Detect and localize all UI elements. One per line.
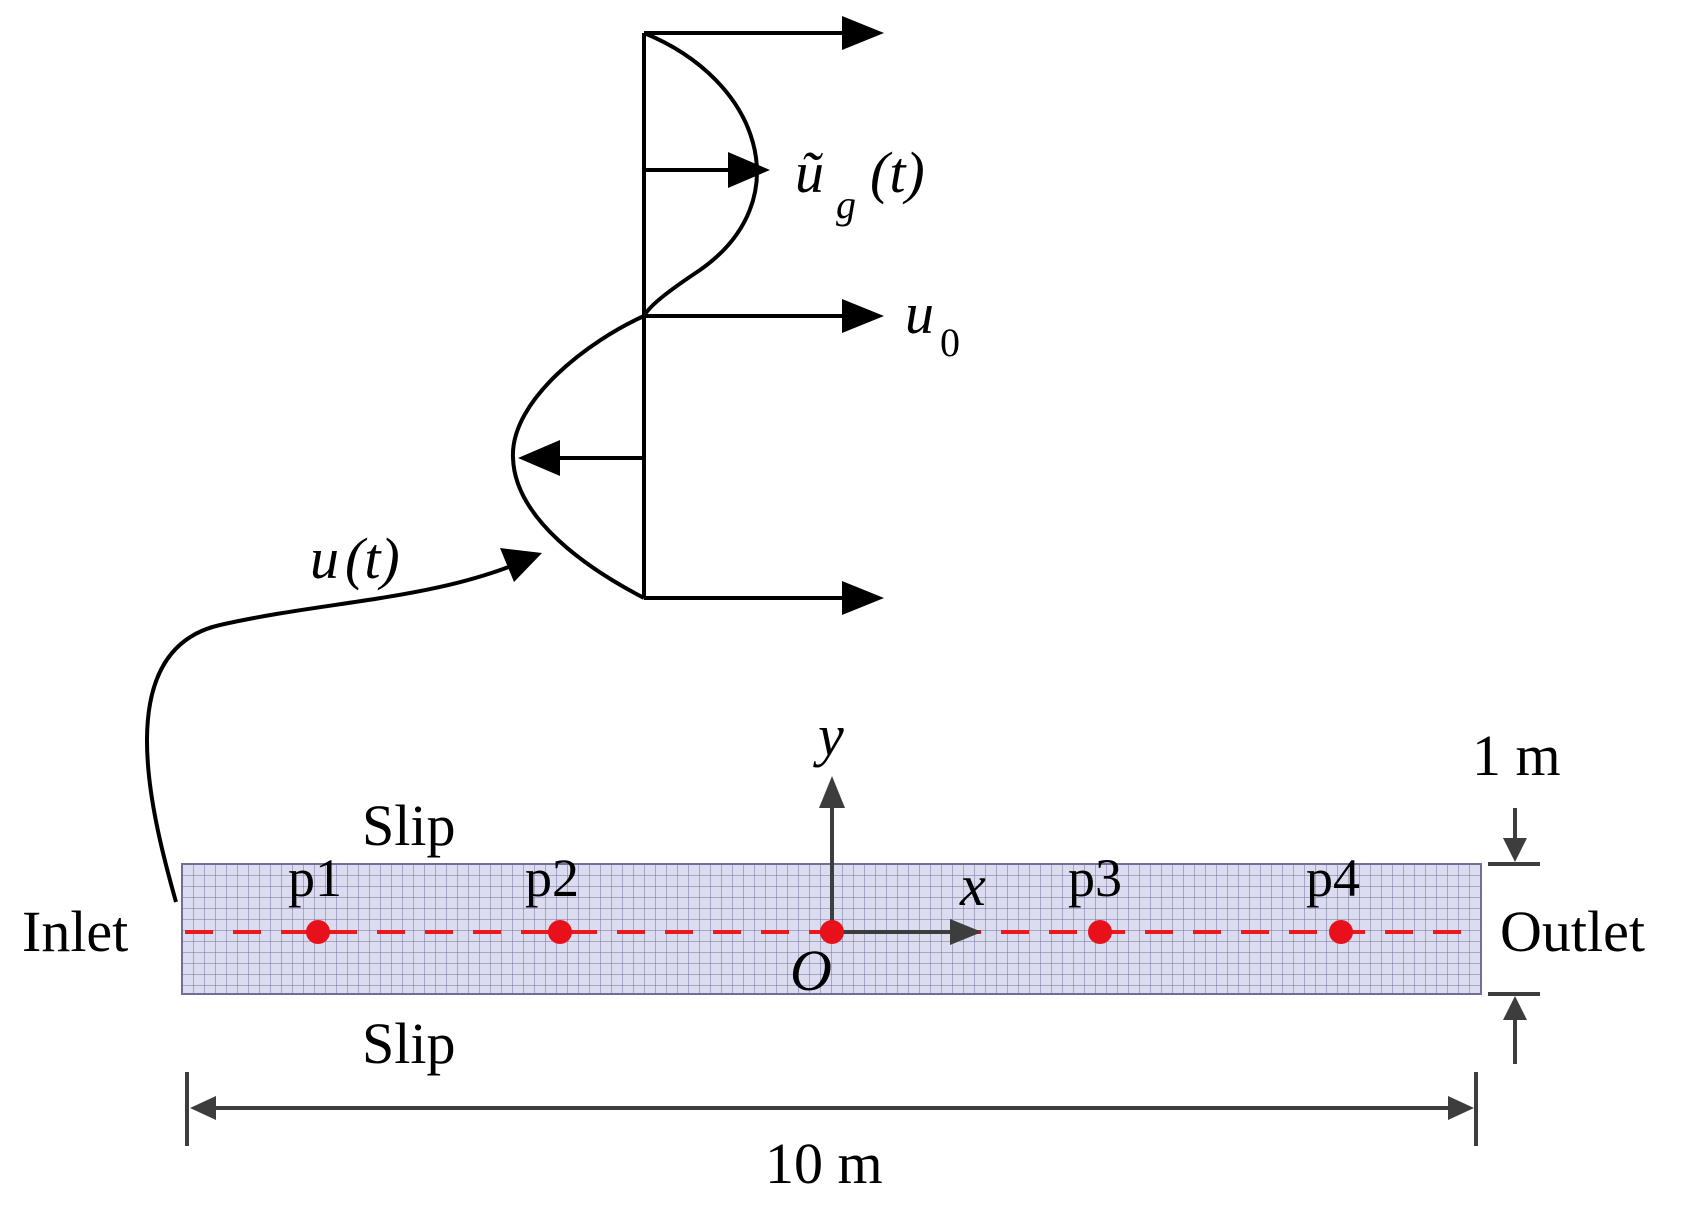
probe-p4-marker (1329, 920, 1353, 944)
coordinate-axes: y x O (790, 703, 986, 1003)
length-dimension: 10 m (185, 1072, 1478, 1196)
u-tilde-argument: (t) (870, 140, 925, 205)
x-axis-label: x (959, 853, 986, 918)
probe-p1-label: p1 (288, 848, 342, 908)
ut-argument: (t) (345, 526, 400, 591)
mean-velocity-arrow (644, 299, 884, 333)
velocity-profile (145, 16, 884, 903)
probe-points: p1 p2 p3 p4 (288, 848, 1360, 944)
bottom-arrow (644, 581, 884, 615)
height-dimension: 1 m (1472, 723, 1561, 1064)
velocity-amplitude-label: ũ g (t) (795, 140, 925, 227)
probe-p2-label: p2 (525, 848, 579, 908)
probe-p3-marker (1088, 920, 1112, 944)
probe-p3-label: p3 (1068, 848, 1122, 908)
inlet-velocity-label: u (t) (310, 526, 400, 591)
inlet-velocity-pointer (145, 554, 536, 903)
inlet-label: Inlet (22, 899, 128, 964)
y-axis-label: y (813, 703, 844, 768)
length-dimension-label: 10 m (765, 1131, 883, 1196)
probe-p1-marker (306, 920, 330, 944)
x-axis-arrowhead (950, 919, 982, 945)
slip-top-label: Slip (362, 793, 456, 858)
probe-p2-marker (548, 920, 572, 944)
origin-label: O (790, 938, 832, 1003)
u-tilde-subscript: g (836, 182, 856, 227)
top-arrow (644, 16, 884, 50)
peak-arrow (644, 152, 770, 188)
u-tilde-symbol: ũ (795, 140, 824, 205)
outlet-label: Outlet (1500, 899, 1645, 964)
u0-subscript: 0 (940, 320, 960, 365)
ut-symbol: u (310, 526, 339, 591)
reverse-arrow (518, 440, 644, 476)
height-dimension-label: 1 m (1472, 723, 1561, 788)
mean-velocity-label: u 0 (905, 281, 960, 365)
inlet-velocity-pointer-head (500, 548, 542, 582)
u0-symbol: u (905, 281, 934, 346)
profile-curve (510, 31, 759, 600)
y-axis-arrowhead (819, 776, 845, 808)
probe-p4-label: p4 (1306, 848, 1360, 908)
origin-marker (820, 920, 844, 944)
slip-bottom-label: Slip (362, 1011, 456, 1076)
